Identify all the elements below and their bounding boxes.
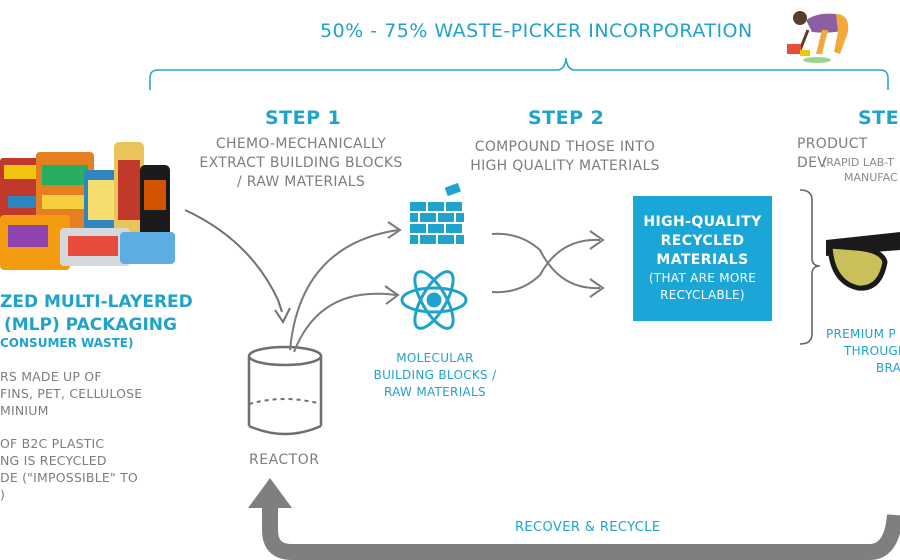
step3-sub-line: MANUFAC — [844, 171, 898, 184]
step3-sub: (RAPID LAB-T MANUFAC — [822, 155, 898, 185]
premium-line: THROUGH — [844, 344, 900, 358]
step2-desc: COMPOUND THOSE INTO HIGH QUALITY MATERIA… — [445, 138, 685, 176]
step1-desc: CHEMO-MECHANICALLY EXTRACT BUILDING BLOC… — [186, 135, 416, 192]
step3-sub-line: (RAPID LAB-T — [822, 156, 894, 169]
hq-sub-text: (THAT ARE MORE RECYCLABLE) — [633, 270, 772, 304]
hq-main-text: HIGH-QUALITY RECYCLED MATERIALS — [633, 213, 772, 270]
step2-desc-line: COMPOUND THOSE INTO — [474, 139, 656, 155]
reactor-label: REACTOR — [249, 452, 320, 468]
reactor-cylinder-icon — [247, 345, 323, 436]
mlp-body-line: MINIUM — [0, 403, 49, 418]
recover-recycle-label: RECOVER & RECYCLE — [515, 520, 661, 535]
step3-title: STEI — [858, 107, 900, 129]
mlp-body-line: DE ("IMPOSSIBLE" TO — [0, 470, 138, 485]
step1-title: STEP 1 — [265, 107, 342, 129]
hq-main-line: MATERIALS — [656, 252, 749, 268]
top-banner: 50% - 75% WASTE-PICKER INCORPORATION — [320, 20, 753, 42]
hq-sub-line: RECYCLABLE) — [660, 288, 745, 302]
step2-desc-line: HIGH QUALITY MATERIALS — [470, 158, 660, 174]
molecular-caption: MOLECULAR BUILDING BLOCKS / RAW MATERIAL… — [360, 350, 510, 401]
molecular-caption-line: RAW MATERIALS — [384, 385, 486, 399]
hq-main-line: HIGH-QUALITY — [643, 214, 762, 230]
mlp-subtitle: CONSUMER WASTE) — [0, 336, 134, 350]
step2-title: STEP 2 — [528, 107, 605, 129]
waste-picker-illustration — [787, 11, 849, 63]
premium-caption: PREMIUM P THROUGH BRA — [826, 326, 900, 377]
mlp-title-line: (MLP) PACKAGING — [4, 315, 177, 335]
step1-desc-line: / RAW MATERIALS — [236, 174, 366, 190]
mlp-body-line: FINS, PET, CELLULOSE — [0, 386, 143, 401]
mlp-body-line: OF B2C PLASTIC — [0, 436, 105, 451]
mlp-title-line: ZED MULTI-LAYERED — [0, 292, 193, 312]
packaging-waste-image — [0, 142, 175, 270]
top-brace — [149, 57, 889, 90]
mlp-body-2: OF B2C PLASTIC NG IS RECYCLED DE ("IMPOS… — [0, 435, 138, 503]
hq-sub-line: (THAT ARE MORE — [648, 271, 757, 285]
compound-arrows — [491, 230, 605, 298]
product-bracket — [799, 189, 821, 345]
extract-arrows — [289, 221, 402, 353]
molecular-caption-line: MOLECULAR — [396, 351, 474, 365]
step1-desc-line: CHEMO-MECHANICALLY — [215, 136, 387, 152]
mlp-title: ZED MULTI-LAYERED (MLP) PACKAGING — [0, 291, 200, 337]
mlp-body-line: NG IS RECYCLED — [0, 453, 107, 468]
atom-icon — [400, 270, 468, 330]
hq-main-line: RECYCLED — [660, 233, 745, 249]
feed-arrow — [184, 209, 291, 324]
step1-desc-line: EXTRACT BUILDING BLOCKS — [199, 155, 403, 171]
high-quality-materials-box: HIGH-QUALITY RECYCLED MATERIALS (THAT AR… — [633, 196, 772, 321]
step3-desc: PRODUCT DEV — [797, 136, 868, 171]
brick-wall-icon — [410, 182, 464, 244]
mlp-body-line: ) — [0, 487, 6, 502]
premium-line: PREMIUM P — [826, 327, 896, 341]
premium-line: BRA — [876, 361, 900, 375]
mlp-body-line: RS MADE UP OF — [0, 369, 102, 384]
mlp-body-1: RS MADE UP OF FINS, PET, CELLULOSE MINIU… — [0, 368, 142, 419]
sunglasses-product-image — [826, 232, 900, 291]
molecular-caption-line: BUILDING BLOCKS / — [373, 368, 497, 382]
return-arrow-icon — [248, 478, 900, 560]
